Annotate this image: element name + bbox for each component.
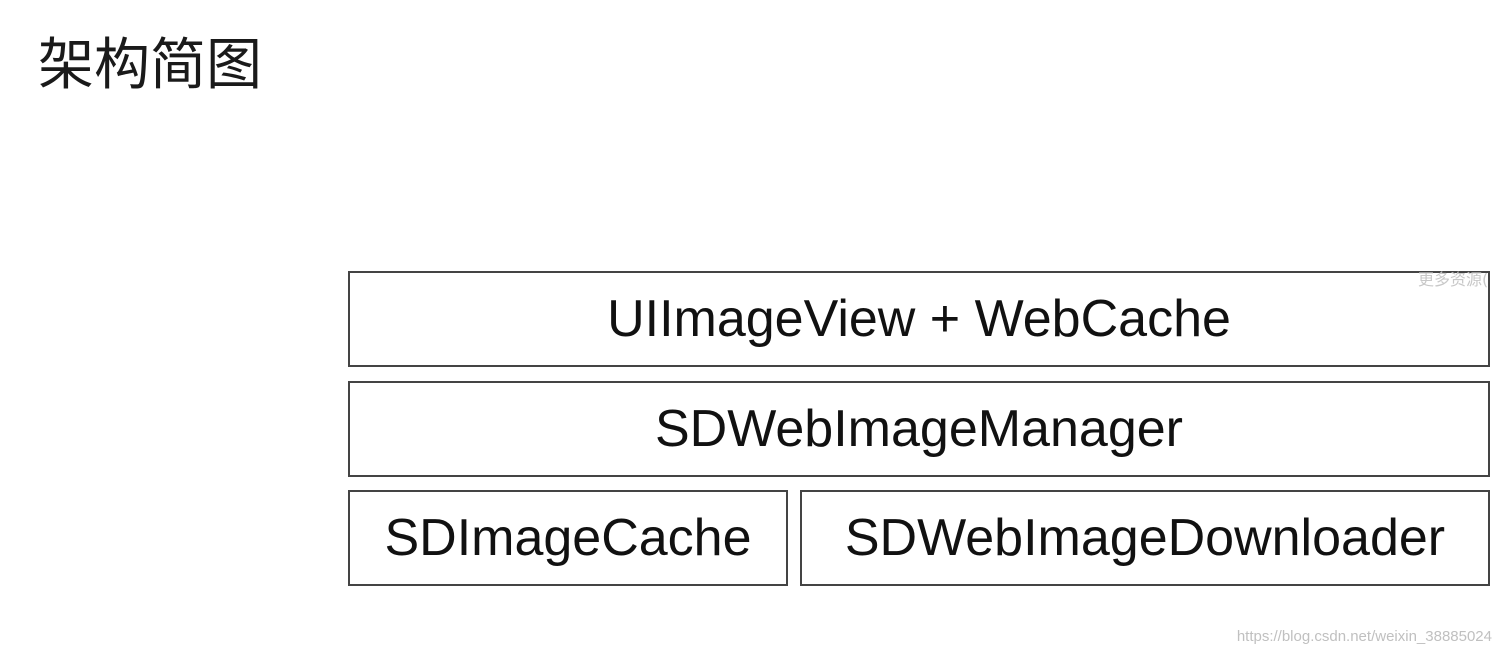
box-label: SDWebImageManager: [655, 400, 1183, 458]
sdwebimagemanager-box: SDWebImageManager: [348, 381, 1490, 477]
box-label: UIImageView + WebCache: [607, 290, 1231, 348]
uiimageview-webcache-box: UIImageView + WebCache: [348, 271, 1490, 367]
box-label: SDWebImageDownloader: [844, 509, 1446, 567]
sdwebimagedownloader-box: SDWebImageDownloader: [800, 490, 1490, 586]
side-note: 更多资源(: [1418, 270, 1489, 289]
box-label: SDImageCache: [384, 509, 752, 567]
sdimagecache-box: SDImageCache: [348, 490, 788, 586]
watermark: https://blog.csdn.net/weixin_38885024: [1236, 628, 1492, 645]
page-title: 架构简图: [38, 33, 262, 98]
